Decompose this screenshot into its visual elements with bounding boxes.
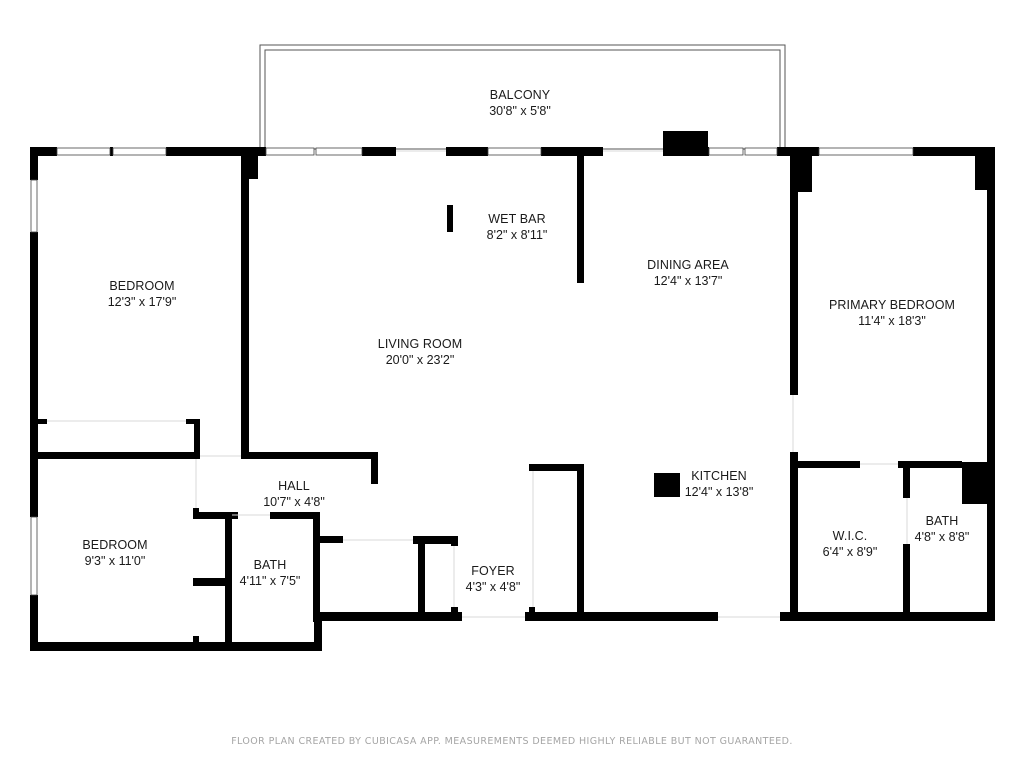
room-dimensions: 12'4" x 13'8": [684, 485, 754, 499]
room-dimensions: 11'4" x 18'3": [858, 314, 926, 328]
room-dimensions: 8'2" x 8'11": [486, 228, 548, 242]
windows: [30, 147, 914, 596]
room-name: W.I.C.: [832, 529, 868, 543]
room-label-hall: HALL 10'7" x 4'8": [263, 478, 325, 510]
room-name: WET BAR: [488, 212, 546, 226]
room-dimensions: 20'0" x 23'2": [385, 353, 455, 367]
room-label-living-room: LIVING ROOM 20'0" x 23'2": [378, 336, 462, 368]
room-label-bath-2: BATH 4'8" x 8'8": [915, 513, 970, 545]
room-name: BATH: [925, 514, 959, 528]
room-label-wic: W.I.C. 6'4" x 8'9": [823, 528, 878, 560]
room-label-bath-1: BATH 4'11" x 7'5": [240, 557, 301, 589]
room-dimensions: 30'8" x 5'8": [489, 104, 551, 118]
room-name: BATH: [253, 558, 287, 572]
room-name: PRIMARY BEDROOM: [828, 298, 956, 312]
room-name: BALCONY: [489, 88, 551, 102]
room-label-kitchen: KITCHEN 12'4" x 13'8": [685, 468, 754, 500]
room-name: LIVING ROOM: [377, 337, 463, 351]
room-name: BEDROOM: [109, 279, 175, 293]
room-label-bedroom-2: BEDROOM 9'3" x 11'0": [82, 537, 147, 569]
room-label-wet-bar: WET BAR 8'2" x 8'11": [487, 211, 548, 243]
room-dimensions: 12'4" x 13'7": [653, 274, 723, 288]
room-dimensions: 10'7" x 4'8": [263, 495, 325, 509]
disclaimer-footer: FLOOR PLAN CREATED BY CUBICASA APP. MEAS…: [231, 736, 793, 747]
room-dimensions: 4'8" x 8'8": [914, 530, 970, 544]
room-dimensions: 4'3" x 4'8": [465, 580, 521, 594]
room-dimensions: 4'11" x 7'5": [239, 574, 301, 588]
room-dimensions: 12'3" x 17'9": [107, 295, 177, 309]
room-name: HALL: [278, 479, 310, 493]
room-label-dining-area: DINING AREA 12'4" x 13'7": [647, 257, 729, 289]
room-dimensions: 6'4" x 8'9": [822, 545, 878, 559]
room-name: BEDROOM: [82, 538, 148, 552]
room-label-foyer: FOYER 4'3" x 4'8": [466, 563, 521, 595]
room-dimensions: 9'3" x 11'0": [84, 554, 146, 568]
room-label-primary-bedroom: PRIMARY BEDROOM 11'4" x 18'3": [829, 297, 955, 329]
room-name: KITCHEN: [691, 469, 747, 483]
room-label-bedroom-1: BEDROOM 12'3" x 17'9": [108, 278, 177, 310]
room-label-balcony: BALCONY 30'8" x 5'8": [489, 87, 551, 119]
room-name: FOYER: [471, 564, 515, 578]
room-name: DINING AREA: [647, 258, 729, 272]
door-openings: [47, 150, 908, 618]
walls: [30, 131, 995, 651]
